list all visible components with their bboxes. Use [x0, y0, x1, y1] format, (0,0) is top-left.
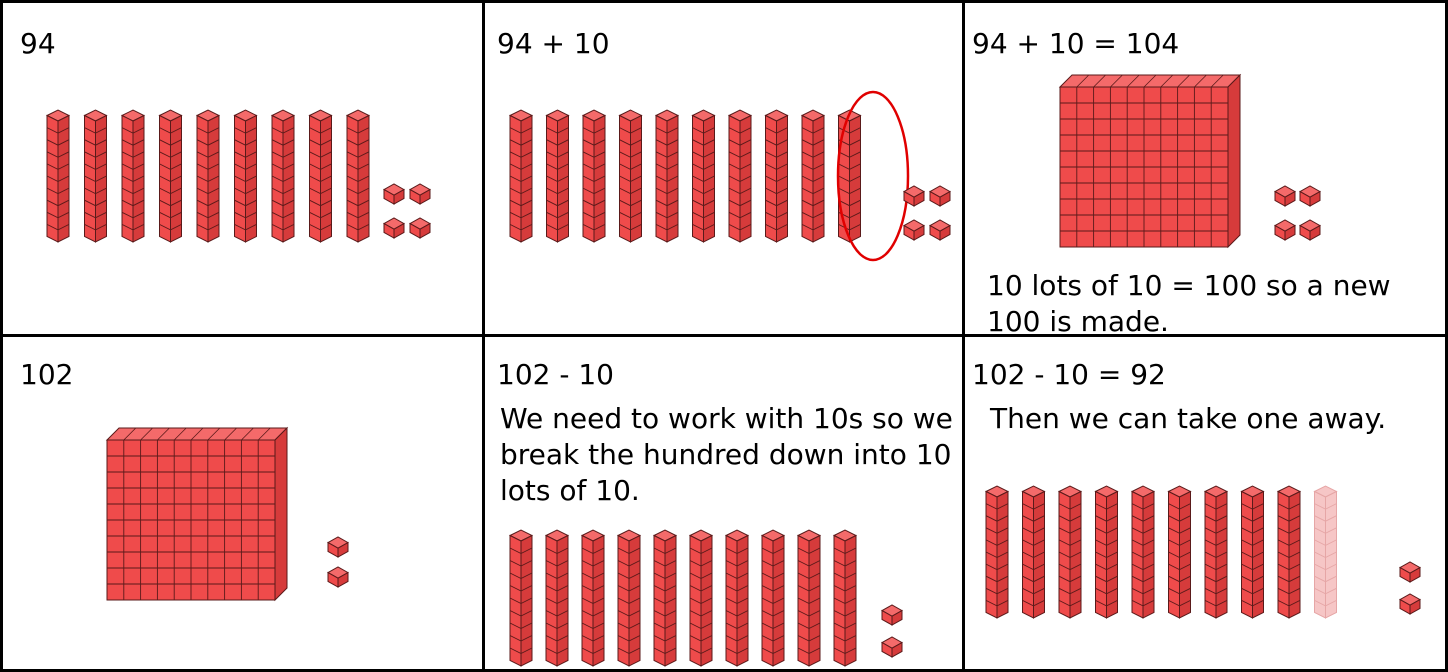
ten-rod — [618, 530, 640, 666]
unit-cube — [1400, 562, 1420, 582]
ten-rod — [582, 530, 604, 666]
ten-rod — [766, 110, 788, 242]
ten-rod — [1023, 486, 1045, 618]
ten-rod — [839, 110, 861, 242]
ten-rod — [510, 530, 532, 666]
ten-rod — [1242, 486, 1264, 618]
ten-rod — [726, 530, 748, 666]
ten-rod — [160, 110, 182, 242]
unit-cube — [384, 184, 404, 204]
faded-ten-rod — [1315, 486, 1337, 618]
ten-rod — [272, 110, 294, 242]
ten-rod — [620, 110, 642, 242]
unit-cube — [904, 220, 924, 240]
ten-rod — [690, 530, 712, 666]
ten-rod — [654, 530, 676, 666]
ten-rod — [693, 110, 715, 242]
ten-rod — [547, 110, 569, 242]
unit-cube — [1275, 220, 1295, 240]
ten-rod — [197, 110, 219, 242]
ten-rod — [1205, 486, 1227, 618]
unit-cube — [882, 637, 902, 657]
ten-rod — [986, 486, 1008, 618]
unit-cube — [328, 537, 348, 557]
unit-cube — [410, 184, 430, 204]
unit-cube — [1275, 186, 1295, 206]
unit-cube — [930, 220, 950, 240]
ten-rod — [1169, 486, 1191, 618]
ten-rod — [546, 530, 568, 666]
ten-rod — [729, 110, 751, 242]
ten-rod — [802, 110, 824, 242]
ten-rod — [798, 530, 820, 666]
ten-rod — [1096, 486, 1118, 618]
ten-rod — [1132, 486, 1154, 618]
ten-rod — [347, 110, 369, 242]
ten-rod — [762, 530, 784, 666]
hundred-flat — [1060, 75, 1240, 247]
unit-cube — [384, 218, 404, 238]
ten-rod — [834, 530, 856, 666]
ten-rod — [310, 110, 332, 242]
ten-rod — [47, 110, 69, 242]
unit-cube — [1400, 594, 1420, 614]
unit-cube — [410, 218, 430, 238]
unit-cube — [1300, 186, 1320, 206]
ten-rod — [122, 110, 144, 242]
unit-cube — [1300, 220, 1320, 240]
ten-rod — [235, 110, 257, 242]
ten-rod — [1278, 486, 1300, 618]
ten-rod — [1059, 486, 1081, 618]
unit-cube — [328, 567, 348, 587]
ten-rod — [583, 110, 605, 242]
ten-rod — [656, 110, 678, 242]
ten-rod — [85, 110, 107, 242]
unit-cube — [930, 186, 950, 206]
unit-cube — [882, 605, 902, 625]
ten-rod — [510, 110, 532, 242]
hundred-flat — [107, 428, 287, 600]
